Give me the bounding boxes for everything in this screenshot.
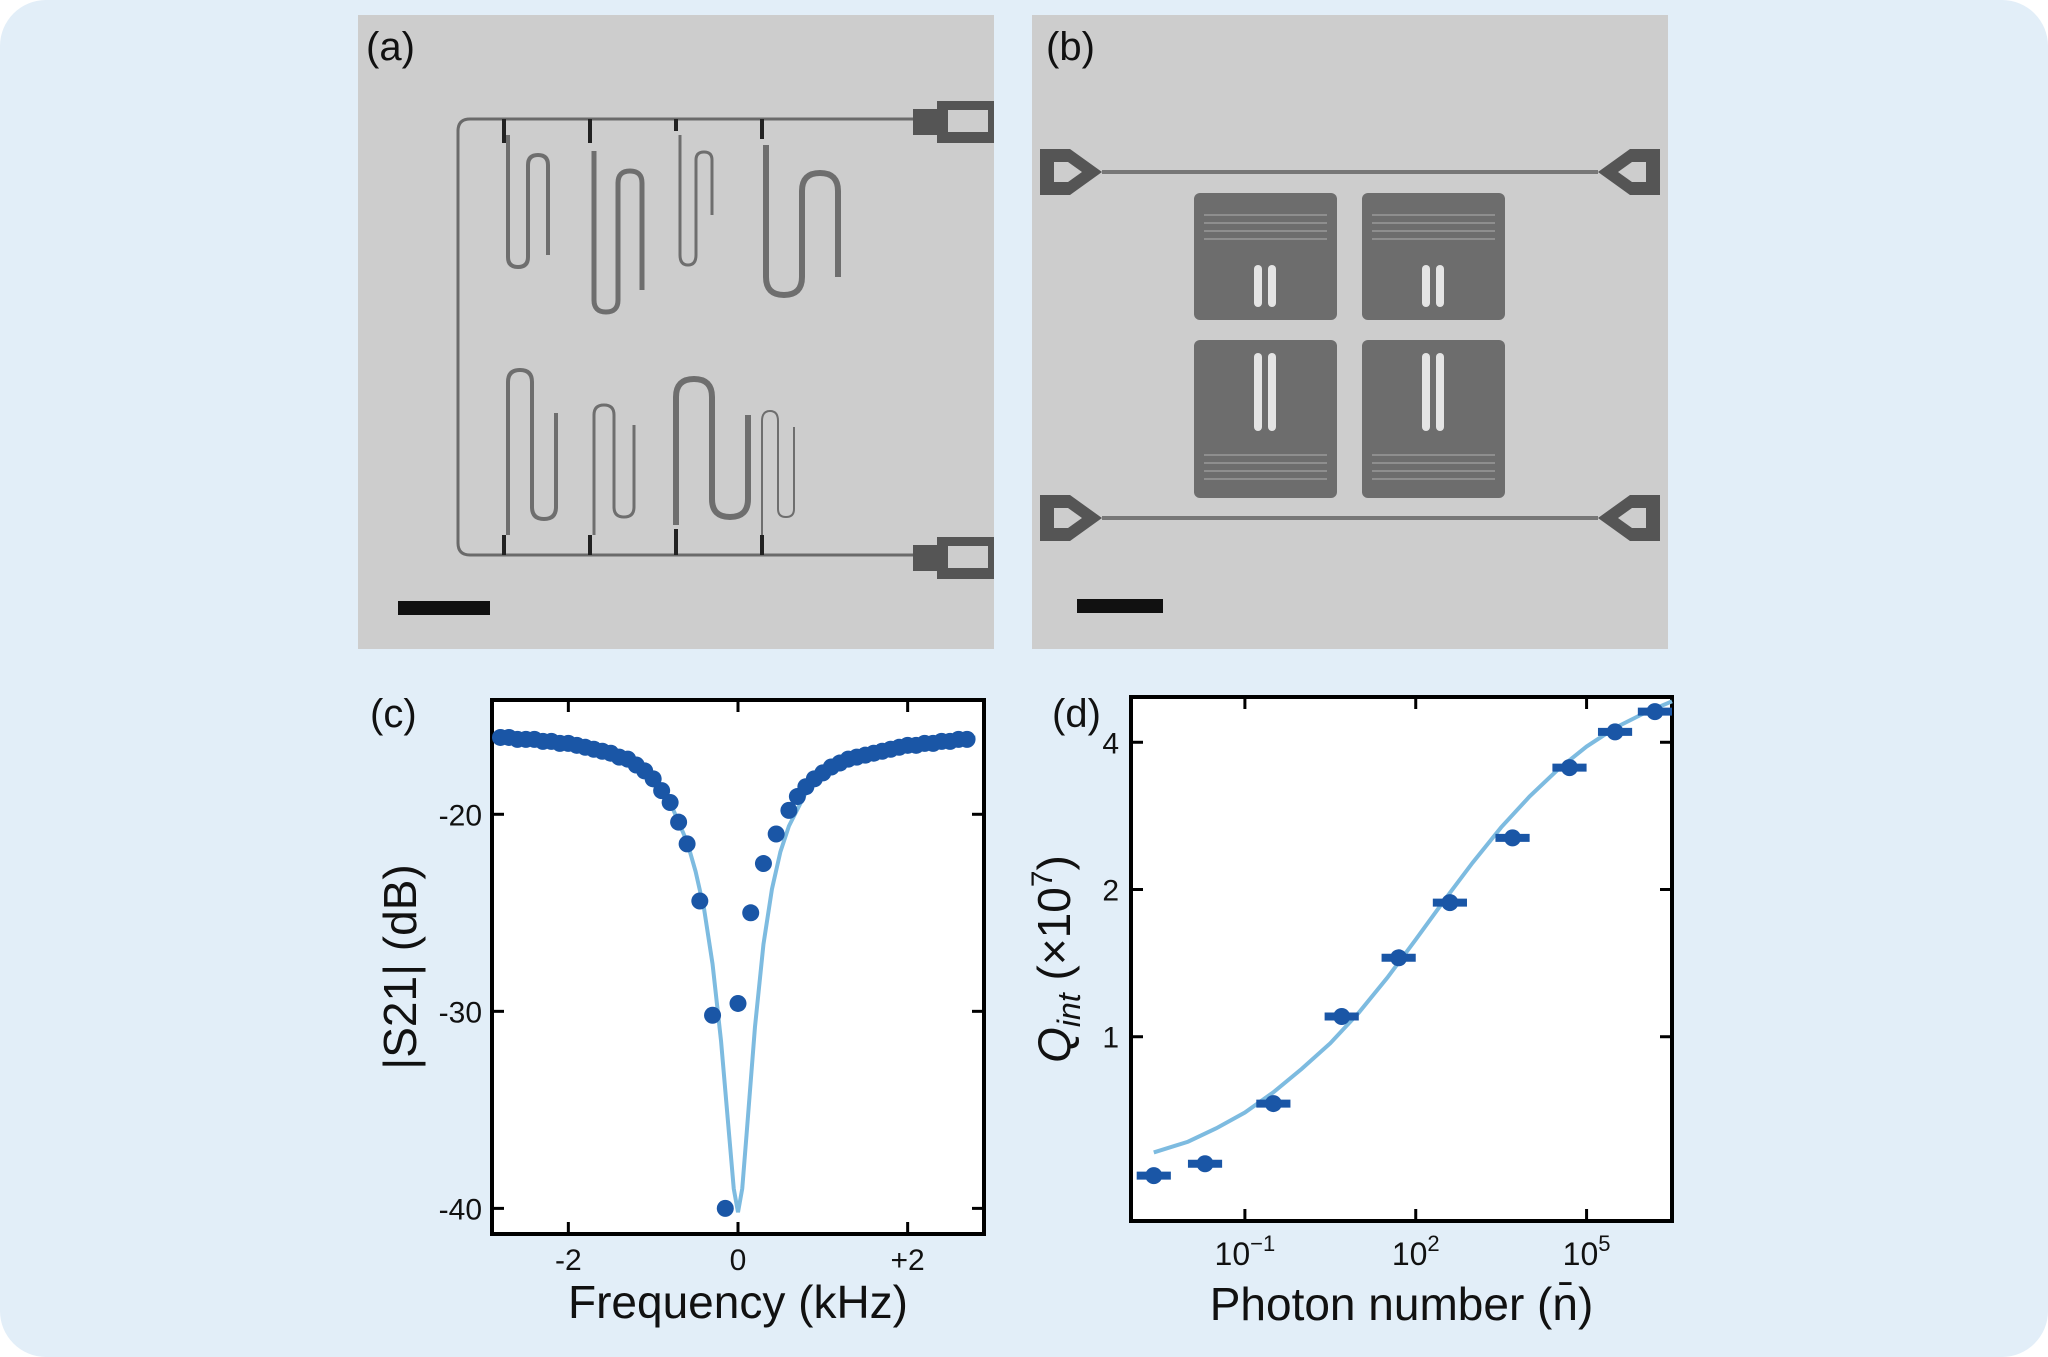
scale-bar (398, 601, 490, 615)
x-axis-label: Photon number (n̄) (1210, 1278, 1594, 1330)
x-tick-label: 102 (1392, 1231, 1440, 1272)
lumped-resonators (1194, 193, 1505, 498)
data-point (653, 782, 671, 800)
data-point (1333, 1007, 1351, 1025)
bond-pads (913, 101, 994, 579)
x-tick-label: +2 (891, 1244, 925, 1277)
x-tick-label: -2 (555, 1244, 582, 1277)
data-point (1196, 1155, 1214, 1173)
data-point (729, 994, 747, 1012)
data-point (958, 730, 976, 748)
data-point (661, 793, 679, 811)
bond-pads (1040, 149, 1660, 541)
y-tick-label: 2 (1102, 874, 1119, 907)
x-axis-label: Frequency (kHz) (568, 1276, 908, 1328)
data-point (767, 825, 785, 843)
y-tick-label: -40 (439, 1193, 482, 1226)
resonators (506, 135, 841, 535)
data-point (678, 835, 696, 853)
y-axis-label: |S21| (dB) (374, 864, 426, 1069)
panel-label: (a) (366, 25, 415, 69)
data-point (742, 904, 760, 922)
x-tick-label: 105 (1563, 1231, 1611, 1272)
data-point (1606, 723, 1624, 741)
plot-frame (490, 698, 986, 1236)
panel-label: (d) (1052, 692, 1101, 736)
y-tick-label: 4 (1102, 727, 1119, 760)
data-point (644, 770, 662, 788)
data-point (704, 1006, 722, 1024)
data-point (780, 801, 798, 819)
coupling-stubs (502, 119, 764, 555)
scale-bar (1077, 599, 1163, 613)
panel-label: (c) (370, 692, 417, 736)
panel-a-micrograph: (a) (358, 15, 994, 649)
data-point (1264, 1095, 1282, 1113)
data-point (1646, 703, 1664, 721)
panel-label: (b) (1046, 25, 1095, 69)
resonator-chip-image (1040, 149, 1660, 613)
fit-line (1153, 699, 1673, 1155)
y-axis-label: Qint (×107) (1026, 855, 1087, 1063)
feedline (456, 117, 918, 557)
data-point (754, 855, 772, 873)
y-tick-label: -20 (439, 799, 482, 832)
data-point (1390, 949, 1408, 967)
data-point (670, 813, 688, 831)
panel-b-micrograph: (b) (1032, 15, 1668, 649)
y-tick-label: -30 (439, 996, 482, 1029)
data-point (716, 1199, 734, 1217)
x-tick-label: 10−1 (1215, 1231, 1276, 1272)
y-tick-label: 1 (1102, 1022, 1119, 1055)
data-point (691, 892, 709, 910)
data-point (1441, 894, 1459, 912)
x-tick-label: 0 (730, 1244, 747, 1277)
feedlines (1102, 170, 1598, 520)
data-point (1145, 1167, 1163, 1185)
data-point (1560, 759, 1578, 777)
resonator-array-image (398, 101, 994, 615)
data-point (1504, 829, 1522, 847)
